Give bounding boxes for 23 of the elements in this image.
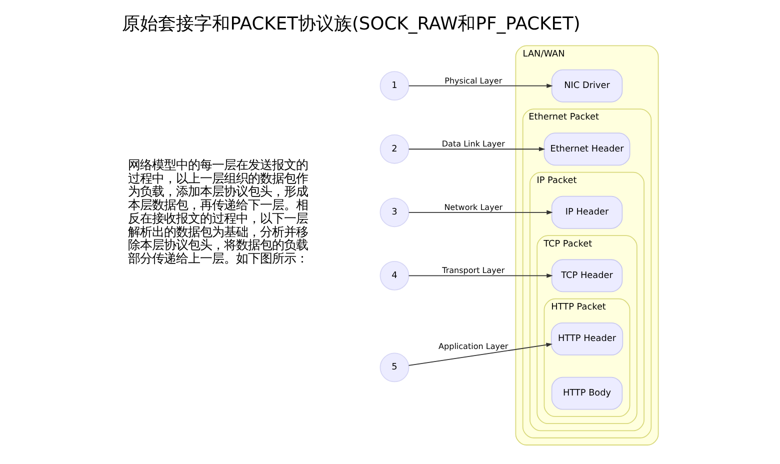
node-circle: 4 <box>379 260 409 290</box>
node-circle: 2 <box>379 134 409 164</box>
node-box: NIC Driver <box>550 69 622 102</box>
node-box: IP Header <box>550 196 622 229</box>
node-box: HTTP Header <box>550 322 623 356</box>
node-circle: 1 <box>379 71 409 101</box>
node-circle: 3 <box>379 198 409 228</box>
edge-label: Transport Layer <box>442 266 504 276</box>
edge-label: Physical Layer <box>444 76 502 86</box>
arrow <box>408 146 545 152</box>
node-box: TCP Header <box>550 259 622 292</box>
arrow <box>408 273 552 278</box>
edge-label: Data Link Layer <box>441 140 504 149</box>
diagram-title: 原始套接字和PACKET协议族(SOCK_RAW和PF_PACKET) <box>122 14 580 35</box>
arrow <box>408 342 552 366</box>
node-box: Ethernet Header <box>543 132 630 166</box>
edge-label: Application Layer <box>438 342 508 351</box>
node-circle: 5 <box>379 352 409 382</box>
edge-label: Network Layer <box>444 202 502 212</box>
label: 网络模型中的每一层在发送报文的过程中，以上一层组织的数据包作为负载，添加本层协议包头，形成本层数据包，再传递给下一层。相反在接收报文的过程中，以下一层解析出的数据包为基础，分析并移除本层协议包头，将数据包的负载部分传递给上一层。如下图所示： <box>128 156 308 266</box>
arrow <box>408 84 552 88</box>
arrow <box>408 210 552 215</box>
node-box: HTTP Body <box>550 376 622 410</box>
